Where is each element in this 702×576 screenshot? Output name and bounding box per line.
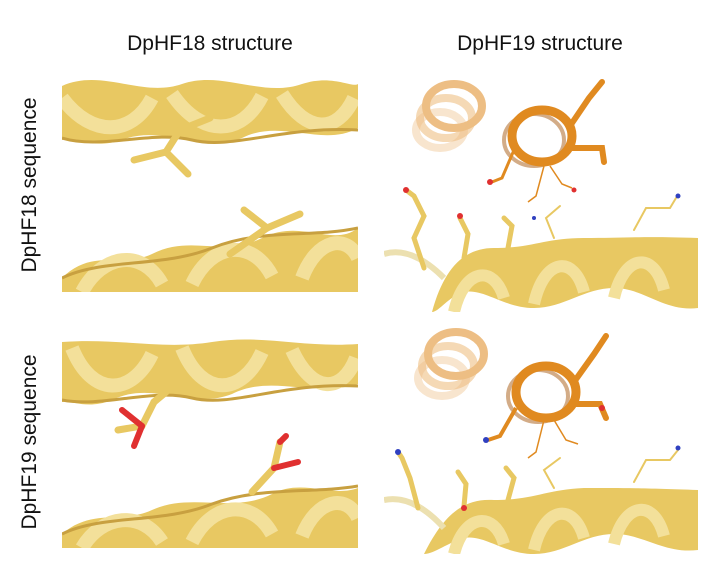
lower-helix [62,226,358,292]
helix-pair-drawing [62,79,358,292]
upper-helix [62,79,358,144]
column-label-dphf18-structure: DpHF18 structure [127,32,293,55]
orange-helix-faded [412,80,486,152]
lower-sidechain [226,206,304,258]
yellow-sidechains [395,449,679,511]
panel-dphf19-seq-dphf19-struct [384,328,698,554]
yellow-helix [384,488,698,554]
panel-dphf18-seq-dphf19-struct [384,78,698,312]
orange-helix-center [487,333,609,459]
yellow-sidechains [403,187,677,271]
panel-dphf19-seq-dphf18-struct [62,338,358,548]
row-label-dphf18-sequence: DpHF18 sequence [18,97,41,273]
helix-pair-drawing [62,339,358,548]
upper-helix [62,339,358,405]
yellow-helix [384,237,698,312]
upper-sidechain [130,114,214,178]
orange-helix-faded [414,328,488,400]
helix-pair-drawing [384,328,698,554]
upper-sidechain [114,388,170,449]
lower-sidechain [248,433,301,496]
column-label-dphf19-structure: DpHF19 structure [457,32,623,55]
panel-dphf18-seq-dphf18-struct [62,78,358,292]
row-label-dphf19-sequence: DpHF19 sequence [18,354,41,530]
lower-helix [62,484,358,548]
helix-pair-drawing [384,79,698,312]
orange-helix-center [491,79,607,203]
